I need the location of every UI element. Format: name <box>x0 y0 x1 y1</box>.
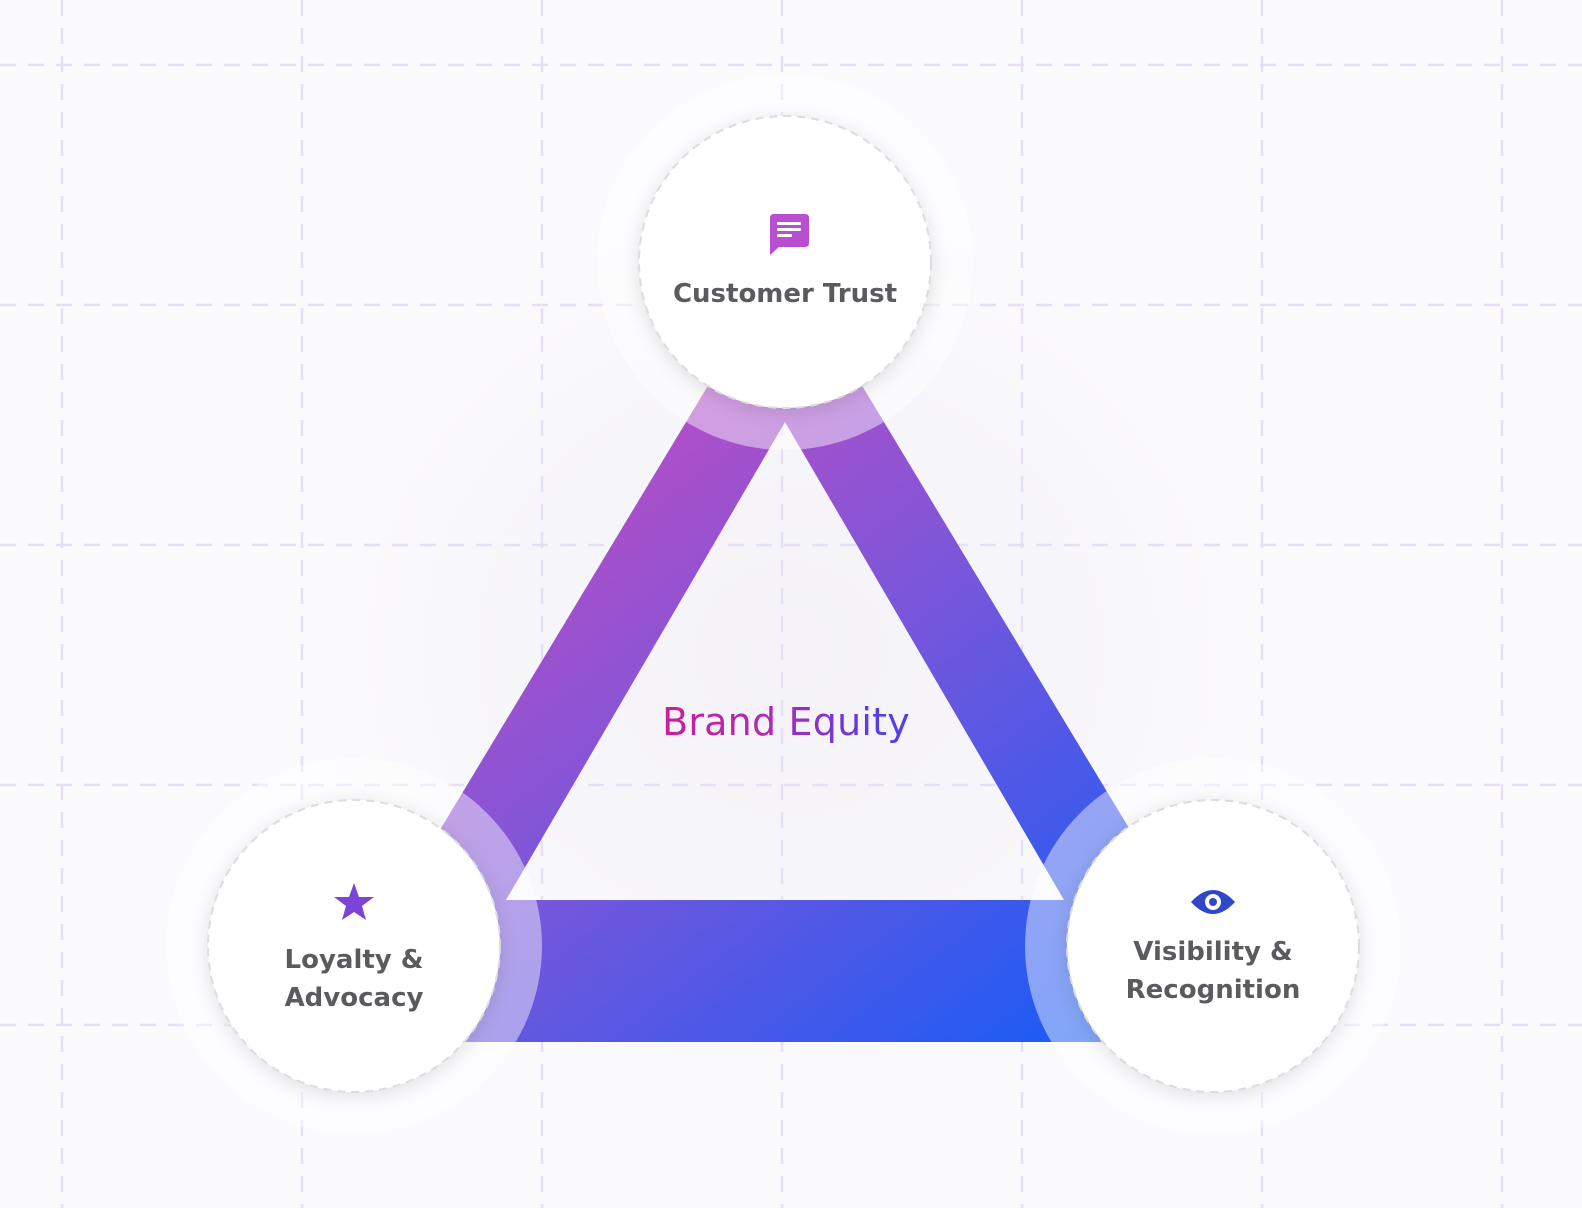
node-circle-loyalty-advocacy <box>208 800 500 1092</box>
star-icon <box>334 883 374 920</box>
node-label-line: Advocacy <box>284 983 424 1013</box>
eye-icon <box>1191 890 1235 914</box>
node-label-customer-trust: Customer Trust <box>635 275 935 313</box>
node-label-line: Visibility & <box>1133 937 1293 967</box>
node-label-loyalty-advocacy: Loyalty & Advocacy <box>234 941 474 1017</box>
node-circle-customer-trust <box>639 116 931 408</box>
node-label-line: Recognition <box>1125 975 1301 1005</box>
node-dashed-outlines <box>207 115 1360 1093</box>
node-label-line: Customer Trust <box>672 279 898 309</box>
center-label: Brand Equity <box>560 700 1012 746</box>
node-label-visibility-recognition: Visibility & Recognition <box>1073 933 1353 1009</box>
node-label-line: Loyalty & <box>284 945 424 975</box>
node-circle-visibility-recognition <box>1067 800 1359 1092</box>
chat-bubble-icon <box>770 214 809 255</box>
node-circles <box>208 116 1359 1092</box>
